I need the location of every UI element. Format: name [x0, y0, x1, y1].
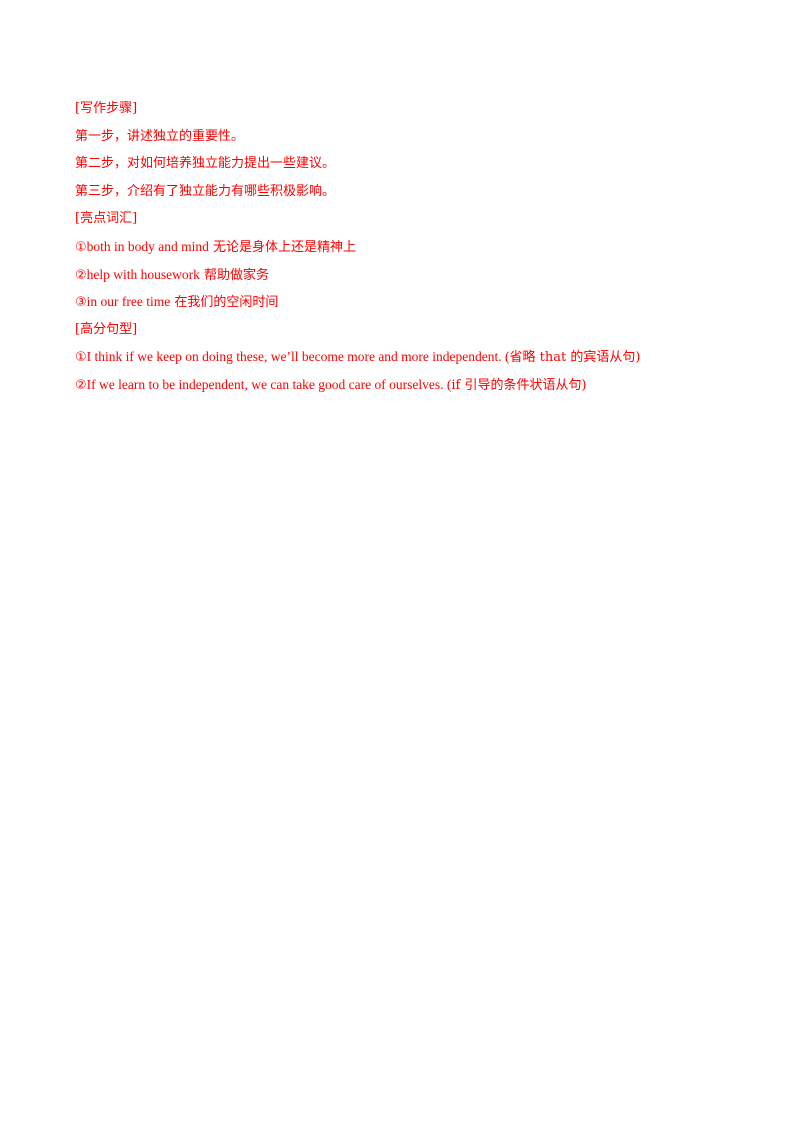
writing-steps-heading: [写作步骤] — [75, 101, 138, 116]
vocabulary-item: ①both in body and mind 无论是身体上还是精神上 — [75, 233, 755, 261]
vocabulary-chinese: 帮助做家务 — [199, 267, 270, 283]
sentence-english: If we learn to be independent, we can ta… — [86, 376, 452, 392]
vocabulary-english: both in body and mind — [86, 238, 209, 254]
writing-guide: [写作步骤] 第一步，讲述独立的重要性。 第二步，对如何培养独立能力提出一些建议… — [75, 95, 755, 399]
step-1: 第一步，讲述独立的重要性。 — [75, 128, 245, 144]
step-2: 第二步，对如何培养独立能力提出一些建议。 — [75, 156, 336, 172]
vocabulary-chinese: 无论是身体上还是精神上 — [208, 239, 357, 255]
vocabulary-item: ③in our free time 在我们的空闲时间 — [75, 288, 755, 316]
item-marker: ③ — [75, 295, 87, 311]
sentence-item: ①I think if we keep on doing these, we’l… — [75, 343, 755, 371]
vocabulary-heading: [亮点词汇] — [75, 211, 138, 227]
vocabulary-chinese: 在我们的空闲时间 — [170, 295, 279, 311]
item-marker: ① — [75, 350, 87, 366]
sentence-item: ②If we learn to be independent, we can t… — [75, 371, 755, 399]
vocabulary-item: ②help with housework 帮助做家务 — [75, 261, 755, 289]
item-marker: ② — [75, 377, 87, 393]
sentences-heading: [高分句型] — [75, 321, 138, 337]
item-marker: ① — [75, 239, 87, 255]
vocabulary-english: in our free time — [86, 294, 171, 310]
sentence-chinese: if 引导的条件状语从句) — [451, 377, 587, 393]
step-3: 第三步，介绍有了独立能力有哪些积极影响。 — [75, 183, 336, 199]
vocabulary-english: help with housework — [86, 266, 200, 282]
sentence-english: I think if we keep on doing these, we’ll… — [86, 349, 510, 365]
item-marker: ② — [75, 267, 87, 283]
sentence-chinese: 省略 that 的宾语从句) — [509, 350, 641, 366]
